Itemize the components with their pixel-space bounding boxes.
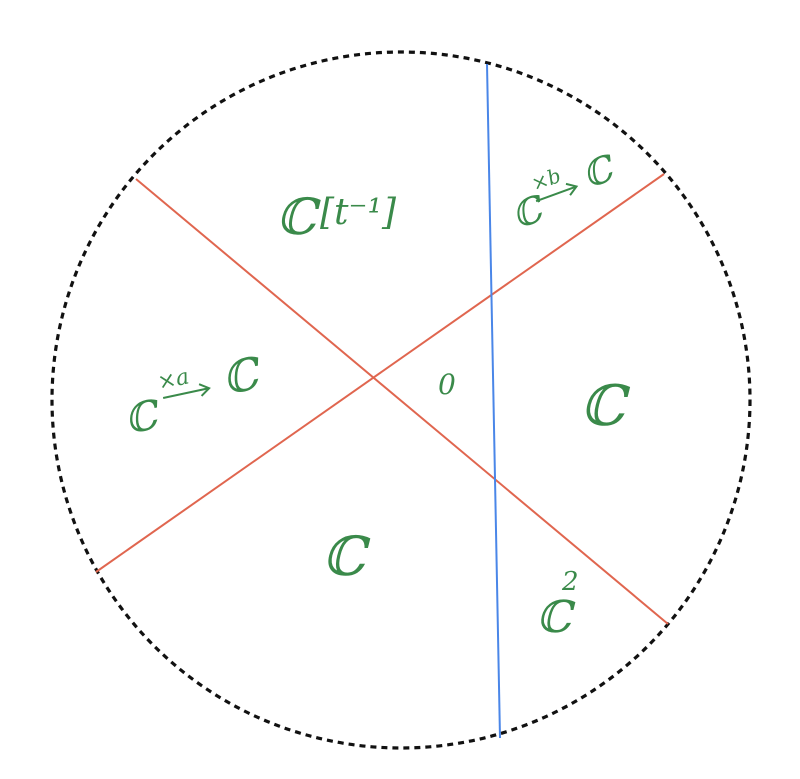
region-left-label: ℂ ×a ℂ — [120, 347, 268, 443]
region-top-right-arrow-label: ×b — [528, 163, 564, 196]
region-left-left: ℂ — [120, 391, 165, 443]
region-top-bracket: [t⁻¹] — [320, 192, 397, 233]
region-bottom-label: ℂ — [322, 525, 371, 588]
region-left-arrow-label: ×a — [155, 364, 191, 395]
region-top-right-arrow-shaft — [535, 185, 576, 203]
region-bottom-right-exponent: 2 — [561, 567, 579, 597]
red-line-descending — [135, 178, 669, 625]
region-left-arrow-shaft — [162, 387, 209, 399]
region-top-label: ℂ [t⁻¹] — [276, 188, 397, 246]
region-right-label: ℂ — [580, 374, 631, 439]
region-top-right-left: ℂ — [507, 188, 552, 238]
red-line-ascending — [95, 173, 665, 573]
region-top-right-label: ℂ ×b ℂ — [507, 147, 622, 238]
region-left-right: ℂ — [218, 347, 268, 405]
boundary-circle — [50, 50, 752, 750]
region-top-right-arrow-head — [565, 182, 579, 196]
blue-line — [486, 63, 501, 739]
region-left-arrow-head — [198, 383, 211, 397]
region-center-label: 0 — [438, 368, 456, 401]
region-bottom-right-label: ℂ 2 — [536, 567, 579, 643]
region-bottom-right-base: ℂ — [536, 592, 576, 643]
region-top-base: ℂ — [276, 188, 321, 246]
region-top-right-right: ℂ — [577, 147, 622, 197]
